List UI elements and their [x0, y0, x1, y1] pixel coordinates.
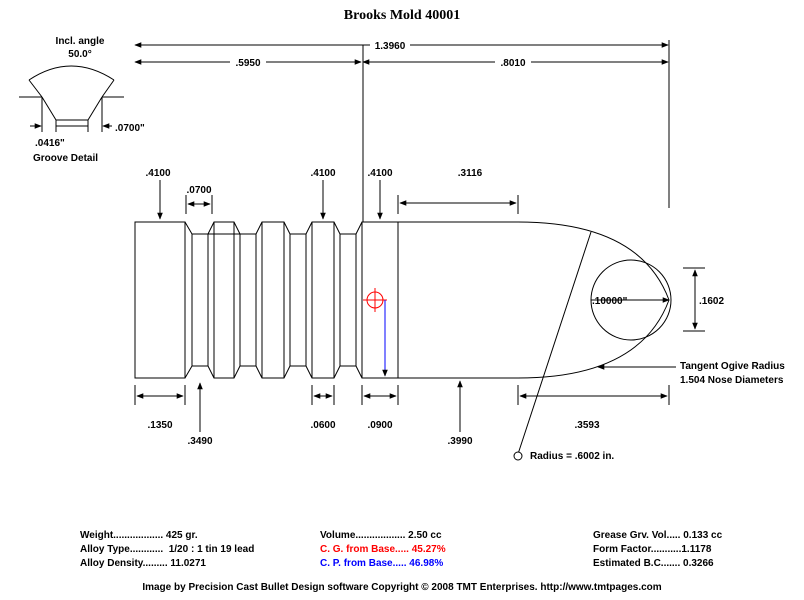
grease-volume-stat: Grease Grv. Vol..... 0.133 cc	[593, 530, 723, 541]
alloy-density-stat: Alloy Density......... 11.0271	[80, 558, 206, 569]
nose-circle-label: .10000"	[592, 296, 628, 307]
groove-detail-caption: Groove Detail	[33, 153, 98, 164]
base-band-length-label: .1350	[147, 420, 172, 431]
body-length-label: .5950	[235, 58, 260, 69]
cp-stat: C. P. from Base..... 46.98%	[320, 558, 444, 569]
ogive-radius-line1: Tangent Ogive Radius	[680, 361, 785, 372]
cg-stat: C. G. from Base..... 45.27%	[320, 544, 446, 555]
groove-angle-label: Incl. angle	[56, 36, 105, 47]
band-width-label: .0600	[310, 420, 335, 431]
volume-stat: Volume.................. 2.50 cc	[320, 530, 442, 541]
length-dimensions	[134, 40, 670, 222]
cg-marker	[363, 288, 387, 312]
overall-length-label: 1.3960	[375, 41, 406, 52]
stats-left: Weight.................. 425 gr. Alloy T…	[80, 529, 254, 571]
band-dimension-marks	[134, 180, 705, 455]
bc-stat: Estimated B.C....... 0.3266	[593, 558, 714, 569]
weight-stat: Weight.................. 425 gr.	[80, 530, 198, 541]
groove-angle-value: 50.0°	[68, 49, 91, 60]
band1-dia-label: .4100	[145, 168, 170, 179]
groove-width-dim-label: .0700	[186, 185, 211, 196]
drawing-title: Brooks Mold 40001	[344, 8, 460, 23]
ogive-length-label: .3593	[574, 420, 599, 431]
groove-detail	[19, 65, 124, 132]
stats-middle: Volume.................. 2.50 cc C. G. f…	[320, 529, 446, 571]
front-band-width-label: .0900	[367, 420, 392, 431]
bore-ride-length-label: .3116	[458, 168, 483, 179]
ogive-radius-value: Radius = .6002 in.	[530, 451, 614, 462]
groove-dia-label: .3490	[187, 436, 212, 447]
nose-dia-label: .3990	[447, 436, 472, 447]
footer-credit: Image by Precision Cast Bullet Design so…	[142, 582, 662, 593]
stats-right: Grease Grv. Vol..... 0.133 cc Form Facto…	[593, 529, 722, 571]
nose-length-label: .8010	[500, 58, 525, 69]
form-factor-stat: Form Factor...........1.1178	[593, 544, 712, 555]
band3-dia-label: .4100	[310, 168, 335, 179]
bullet-profile	[134, 221, 672, 379]
groove-width-label: .0416"	[35, 138, 65, 149]
alloy-type-stat: Alloy Type............ 1/20 : 1 tin 19 l…	[80, 544, 255, 555]
meplat-dia-label: .1602	[699, 296, 724, 307]
groove-depth-label: .0700"	[115, 123, 145, 134]
ogive-radius-line2: 1.504 Nose Diameters	[680, 375, 784, 386]
band4-dia-label: .4100	[367, 168, 392, 179]
